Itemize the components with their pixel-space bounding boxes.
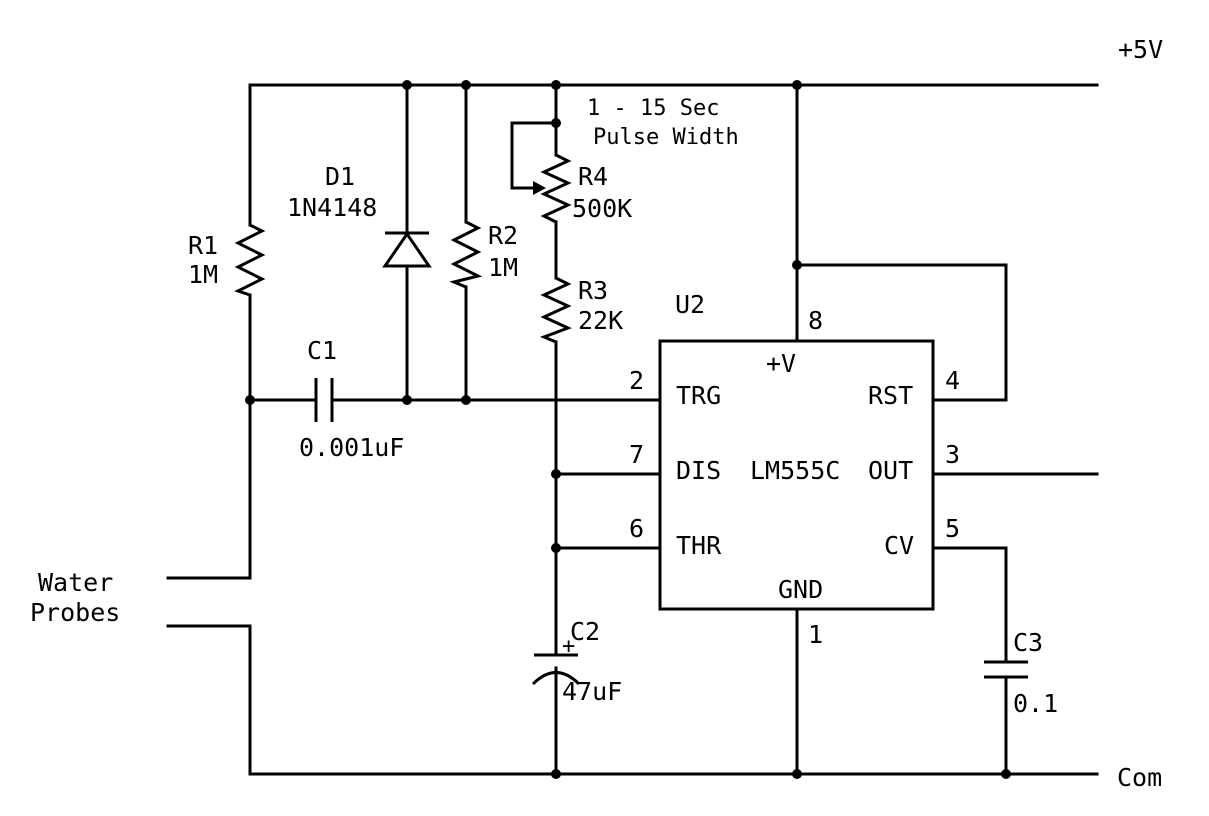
c2-polarity: + xyxy=(562,634,575,659)
ic-part: LM555C xyxy=(750,456,840,485)
junction-dot xyxy=(551,469,561,479)
wire-reset-tie xyxy=(795,263,1008,402)
pin-number-thr: 6 xyxy=(629,514,644,543)
r2-resistor-symbol xyxy=(449,220,483,289)
pin-number-trg: 2 xyxy=(629,366,644,395)
r2-value: 1M xyxy=(488,253,518,282)
c3-ref: C3 xyxy=(1013,628,1043,657)
c2-ref: C2 xyxy=(570,617,600,646)
junctions xyxy=(245,80,1011,779)
probes-label-line1: Water xyxy=(38,568,113,597)
c3-value: 0.1 xyxy=(1013,689,1058,718)
junction-dot xyxy=(245,395,255,405)
r3-resistor-symbol xyxy=(539,276,572,344)
pin-name-rst: RST xyxy=(868,381,913,410)
r4-note-line2: Pulse Width xyxy=(593,125,739,150)
pin-number-out: 3 xyxy=(945,440,960,469)
r4-wiper-arrow xyxy=(533,181,546,195)
c1-value: 0.001uF xyxy=(299,433,404,462)
junction-dot xyxy=(792,80,802,90)
r4-potentiometer-symbol xyxy=(540,153,572,224)
component-symbols xyxy=(234,153,1028,686)
ic-ref: U2 xyxy=(675,290,705,319)
c2-value: 47uF xyxy=(562,677,622,706)
junction-dot xyxy=(461,80,471,90)
r1-value: 1M xyxy=(188,260,218,289)
probes-label-line2: Probes xyxy=(30,598,120,627)
pin-name-cv: CV xyxy=(884,531,914,560)
wire-r4-wiper-loop xyxy=(510,121,558,190)
pin-name-dis: DIS xyxy=(676,456,721,485)
junction-dot xyxy=(461,395,471,405)
r1-ref: R1 xyxy=(188,231,218,260)
pin-name-gnd: GND xyxy=(778,575,823,604)
junction-dot xyxy=(551,769,561,779)
r3-ref: R3 xyxy=(578,276,608,305)
pin-number-rst: 4 xyxy=(945,366,960,395)
junction-dot xyxy=(792,260,802,270)
r3-value: 22K xyxy=(578,306,623,335)
pin-name-vcc: +V xyxy=(766,349,796,378)
pin-name-trg: TRG xyxy=(676,381,721,410)
r1-resistor-symbol xyxy=(234,223,266,297)
r4-note-line1: 1 - 15 Sec xyxy=(587,96,719,121)
junction-dot xyxy=(402,80,412,90)
c1-ref: C1 xyxy=(307,336,337,365)
junction-dot xyxy=(551,543,561,553)
r4-value: 500K xyxy=(572,194,632,223)
common-label: Com xyxy=(1117,763,1162,792)
junction-dot xyxy=(551,118,561,128)
junction-dot xyxy=(1001,769,1011,779)
c2-plate-negative xyxy=(531,671,581,686)
junction-dot xyxy=(551,80,561,90)
pin-name-out: OUT xyxy=(868,456,913,485)
d1-value: 1N4148 xyxy=(287,193,377,222)
d1-ref: D1 xyxy=(325,162,355,191)
ic-body xyxy=(658,339,935,611)
pin-number-cv: 5 xyxy=(945,514,960,543)
junction-dot xyxy=(402,395,412,405)
d1-diode-triangle xyxy=(382,231,432,268)
wires xyxy=(166,83,1099,776)
labels: +5V Com Water Probes R1 1M D1 1N4148 R2 … xyxy=(30,35,1163,792)
r4-ref: R4 xyxy=(578,162,608,191)
pin-name-thr: THR xyxy=(676,531,722,560)
pin-number-dis: 7 xyxy=(629,440,644,469)
pin-number-vcc: 8 xyxy=(808,306,823,335)
supply-label: +5V xyxy=(1118,35,1163,64)
pin-number-gnd: 1 xyxy=(808,620,823,649)
r2-ref: R2 xyxy=(488,221,518,250)
wire-cv xyxy=(931,546,1008,664)
junction-dot xyxy=(792,769,802,779)
